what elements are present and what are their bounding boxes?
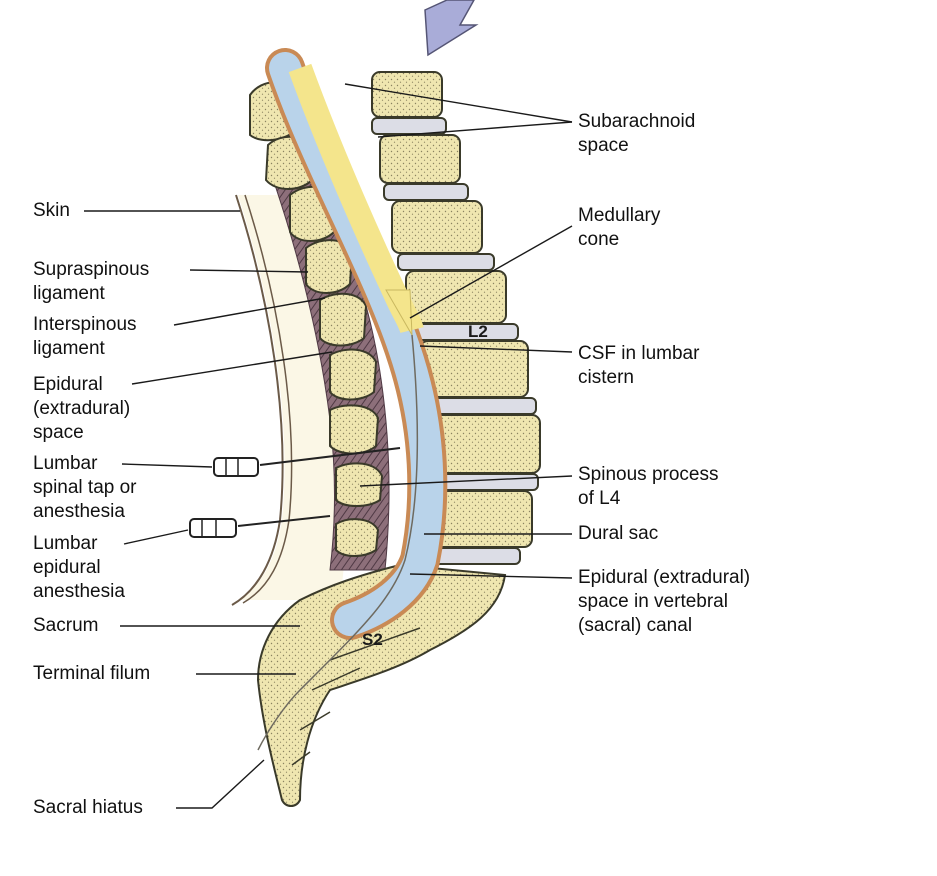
direction-arrow: [424, 0, 479, 57]
label-epidural-sacral-canal: Epidural (extradural) space in vertebral…: [578, 567, 751, 636]
label-interspinous-ligament: Interspinous ligament: [33, 314, 137, 359]
label-terminal-filum: Terminal filum: [33, 663, 151, 684]
label-subarachnoid-space: Subarachnoid space: [578, 111, 696, 156]
label-epidural-space: Epidural (extradural) space: [33, 374, 131, 443]
terminal-filum: [257, 334, 419, 751]
label-lumbar-spinal-tap: Lumbar spinal tap or anesthesia: [33, 453, 137, 522]
epidural-needle: [189, 515, 331, 538]
vertebra-label-s2: S2: [362, 630, 383, 649]
label-sacral-hiatus: Sacral hiatus: [33, 797, 143, 818]
label-supraspinous-ligament: Supraspinous ligament: [33, 259, 150, 304]
label-dural-sac: Dural sac: [578, 523, 659, 544]
vertebra-label-l2: L2: [468, 322, 488, 341]
label-spinous-process-l4: Spinous process of L4: [578, 464, 719, 509]
skin-line: [231, 194, 284, 606]
spinal-tap-needle: [213, 447, 401, 477]
label-skin: Skin: [33, 200, 70, 221]
leader-lines: [84, 83, 573, 809]
label-csf-lumbar-cistern: CSF in lumbar cistern: [578, 343, 700, 388]
vertebral-bodies: [371, 71, 541, 565]
medullary-cone: [385, 289, 413, 336]
label-lumbar-epidural-anesthesia: Lumbar epidural anesthesia: [33, 533, 125, 602]
label-medullary-cone: Medullary cone: [578, 205, 661, 250]
label-sacrum: Sacrum: [33, 615, 99, 636]
